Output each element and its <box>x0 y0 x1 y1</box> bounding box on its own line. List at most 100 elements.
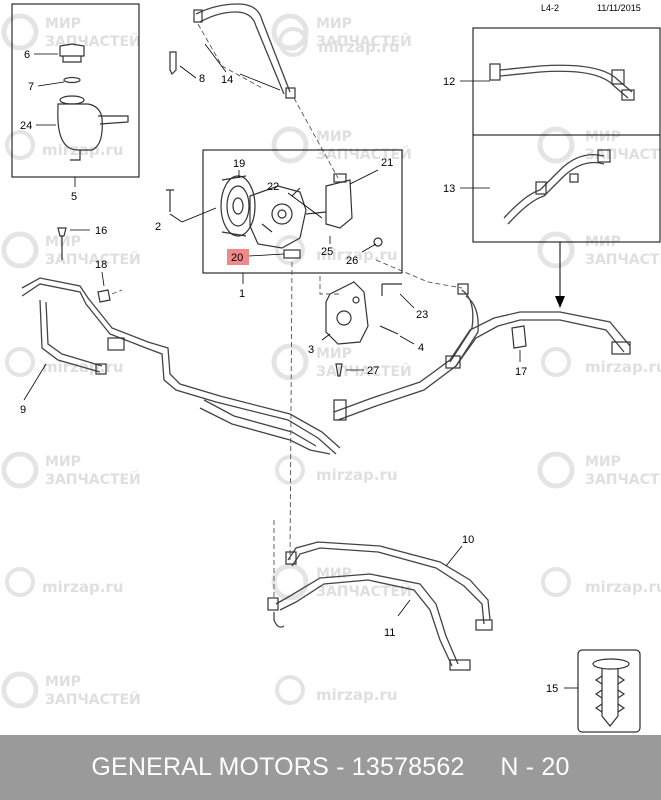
lower-hoses-group: 10 11 <box>267 534 493 671</box>
watermark-tile: mirzap.ru <box>278 27 400 57</box>
watermark-tile: mirzap.ru <box>275 455 398 485</box>
bolt-23 <box>381 283 402 296</box>
pipe-9-lower <box>21 283 337 455</box>
callout-1: 1 <box>239 288 245 300</box>
watermark-tile: mirzap.ru <box>541 347 661 377</box>
svg-text:mirzap.ru: mirzap.ru <box>318 38 400 56</box>
page-date: 11/11/2015 <box>597 3 641 13</box>
hose-clamp <box>193 9 203 23</box>
svg-text:МИР: МИР <box>316 346 352 362</box>
pump-bracket <box>325 281 369 345</box>
watermark-tile: МИР ЗАПЧАСТЕЙ <box>271 343 412 381</box>
callout-12: 12 <box>443 76 455 88</box>
cap-neck <box>62 56 82 63</box>
svg-text:ЗАПЧАСТЕЙ: ЗАПЧАСТЕЙ <box>45 251 141 268</box>
detail-frame <box>577 649 641 733</box>
watermark-tile: МИР ЗАПЧАСТЕЙ <box>1 13 141 51</box>
routing-line <box>293 97 339 179</box>
svg-text:mirzap.ru: mirzap.ru <box>42 578 124 596</box>
hose-fitting <box>621 89 635 101</box>
watermark-tile: МИР ЗАПЧАСТЕЙ <box>537 451 661 489</box>
o-ring <box>63 76 81 84</box>
footer-bar: GENERAL MOTORS - 13578562 N - 20 <box>0 735 661 800</box>
reservoir-body <box>57 103 103 151</box>
cross-pipe-upper <box>333 311 631 413</box>
footer-caption: GENERAL MOTORS - 13578562 N - 20 <box>91 753 570 781</box>
pipe-fitting <box>611 341 631 355</box>
hose-fitting <box>569 173 579 183</box>
pulley <box>220 175 256 237</box>
reservoir-cap-small <box>333 173 347 183</box>
pipe-clamp <box>445 355 461 369</box>
reservoir-bracket <box>98 115 129 125</box>
reservoir-neck <box>59 95 85 105</box>
watermark-tile: mirzap.ru <box>5 130 124 160</box>
hose-fitting <box>611 69 625 85</box>
bolt-4 <box>379 325 399 335</box>
watermark-tile: МИР ЗАПЧАСТЕЙ <box>271 563 412 601</box>
watermark-tile: МИР ЗАПЧАСТЕЙ <box>1 451 141 489</box>
clip-16 <box>57 227 67 260</box>
hose-detail-box: 12 13 <box>443 27 661 308</box>
reservoir-cap <box>59 43 85 57</box>
pipe-9-upper <box>21 277 341 449</box>
hose-10 <box>287 541 491 621</box>
hose-14 <box>195 3 291 93</box>
pipe-clamp <box>333 399 347 421</box>
svg-text:МИР: МИР <box>45 674 81 690</box>
callout-4: 4 <box>418 342 424 354</box>
callout-10: 10 <box>462 534 474 546</box>
svg-text:МИР: МИР <box>585 454 621 470</box>
callout-19: 19 <box>233 158 245 170</box>
page-code: L4-2 <box>541 3 559 13</box>
watermark-tile: mirzap.ru <box>275 675 398 705</box>
callout-21: 21 <box>381 157 393 169</box>
callout-8: 8 <box>199 73 205 85</box>
svg-text:ЗАПЧАСТЕЙ: ЗАПЧАСТЕЙ <box>316 363 412 380</box>
reservoir-detail-box: 6 7 24 5 <box>11 3 140 203</box>
hose-fitting <box>267 597 279 611</box>
feed-pipe-group: 16 18 9 <box>20 225 341 455</box>
push-clip-head <box>592 658 630 670</box>
callout-20: 20 <box>231 252 243 264</box>
svg-text:mirzap.ru: mirzap.ru <box>316 686 398 704</box>
clip-17 <box>511 325 527 349</box>
highlight-marker <box>227 249 249 265</box>
hose-13 <box>503 153 605 219</box>
watermark-tile: mirzap.ru <box>541 567 661 597</box>
bolt-8 <box>169 51 177 76</box>
callout-22: 22 <box>267 181 279 193</box>
watermark-tile: МИР ЗАПЧАСТЕЙ <box>1 231 141 269</box>
cross-pipe-lower <box>337 319 625 421</box>
upper-hose-group: 14 8 <box>169 3 339 179</box>
push-clip-stem <box>601 668 619 727</box>
watermark-tile: МИР ЗАПЧАСТЕЙ <box>537 126 661 164</box>
pump-reservoir <box>325 179 353 229</box>
callout-9: 9 <box>20 404 26 416</box>
routing-line <box>289 261 293 561</box>
callout-17: 17 <box>515 366 527 378</box>
watermark-tile: МИР ЗАПЧАСТЕЙ <box>271 13 412 51</box>
svg-text:МИР: МИР <box>45 454 81 470</box>
clip-27 <box>335 363 343 377</box>
hose-fitting <box>597 149 611 163</box>
watermark-tile: МИР ЗАПЧАСТЕЙ <box>537 231 661 269</box>
svg-text:ЗАПЧАСТЕЙ: ЗАПЧАСТЕЙ <box>45 471 141 488</box>
cross-pipe-group: 17 27 <box>273 259 631 600</box>
callout-11: 11 <box>384 627 395 639</box>
watermark-tile: mirzap.ru <box>275 235 398 265</box>
callout-15: 15 <box>546 683 558 695</box>
hose-fitting <box>535 181 547 195</box>
callout-13: 13 <box>443 183 455 195</box>
svg-text:МИР: МИР <box>316 566 352 582</box>
svg-text:ЗАПЧАСТЕЙ: ЗАПЧАСТЕЙ <box>585 471 661 488</box>
detail-frame <box>202 149 403 274</box>
callout-18: 18 <box>95 259 107 271</box>
svg-text:МИР: МИР <box>316 16 352 32</box>
svg-text:ЗАПЧАСТЕЙ: ЗАПЧАСТЕЙ <box>316 33 412 50</box>
pump-bracket-group: 3 23 4 <box>308 276 428 356</box>
callout-23: 23 <box>416 309 428 321</box>
watermark-tile: МИР ЗАПЧАСТЕЙ <box>1 671 141 709</box>
callout-6: 6 <box>24 49 30 61</box>
svg-text:ЗАПЧАСТЕЙ: ЗАПЧАСТЕЙ <box>316 583 412 600</box>
